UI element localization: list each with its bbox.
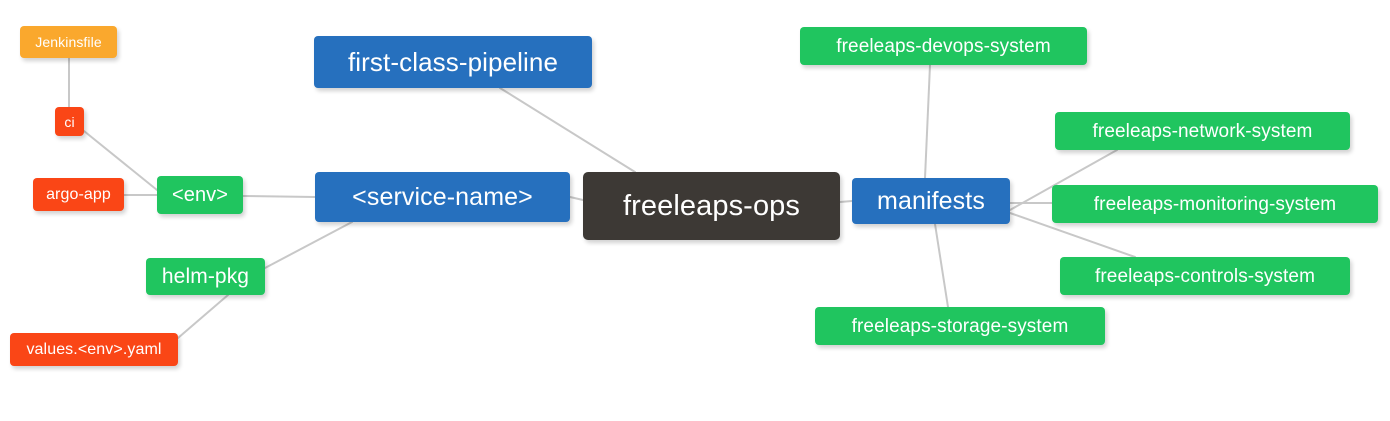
mindmap-node-env[interactable]: <env> — [157, 176, 243, 214]
mindmap-node-freeleaps-ops[interactable]: freeleaps-ops — [583, 172, 840, 240]
mindmap-node-service-name[interactable]: <service-name> — [315, 172, 570, 222]
mindmap-node-freeleaps-monitoring-system[interactable]: freeleaps-monitoring-system — [1052, 185, 1378, 223]
mindmap-node-freeleaps-storage-system[interactable]: freeleaps-storage-system — [815, 307, 1105, 345]
mindmap-node-helm-pkg[interactable]: helm-pkg — [146, 258, 265, 295]
edge-helm-pkg-to-service-name — [264, 221, 353, 269]
edge-manifests-to-freeleaps-devops-system — [924, 64, 931, 179]
mindmap-node-first-class-pipeline[interactable]: first-class-pipeline — [314, 36, 592, 88]
mindmap-node-argo-app[interactable]: argo-app — [33, 178, 124, 211]
edge-manifests-to-freeleaps-storage-system — [934, 223, 949, 308]
mindmap-node-ci[interactable]: ci — [55, 107, 84, 136]
edge-service-name-to-freeleaps-ops — [569, 196, 584, 201]
edge-values-env-yaml-to-helm-pkg — [177, 294, 229, 339]
mindmap-node-freeleaps-network-system[interactable]: freeleaps-network-system — [1055, 112, 1350, 150]
mindmap-node-manifests[interactable]: manifests — [852, 178, 1010, 224]
mindmap-node-values-env-yaml[interactable]: values.<env>.yaml — [10, 333, 178, 366]
mindmap-node-freeleaps-devops-system[interactable]: freeleaps-devops-system — [800, 27, 1087, 65]
mindmap-node-Jenkinsfile[interactable]: Jenkinsfile — [20, 26, 117, 58]
mindmap-node-freeleaps-controls-system[interactable]: freeleaps-controls-system — [1060, 257, 1350, 295]
edge-first-class-pipeline-to-freeleaps-ops — [499, 87, 636, 173]
edge-env-to-service-name — [242, 195, 316, 198]
edge-freeleaps-ops-to-manifests — [839, 200, 853, 203]
